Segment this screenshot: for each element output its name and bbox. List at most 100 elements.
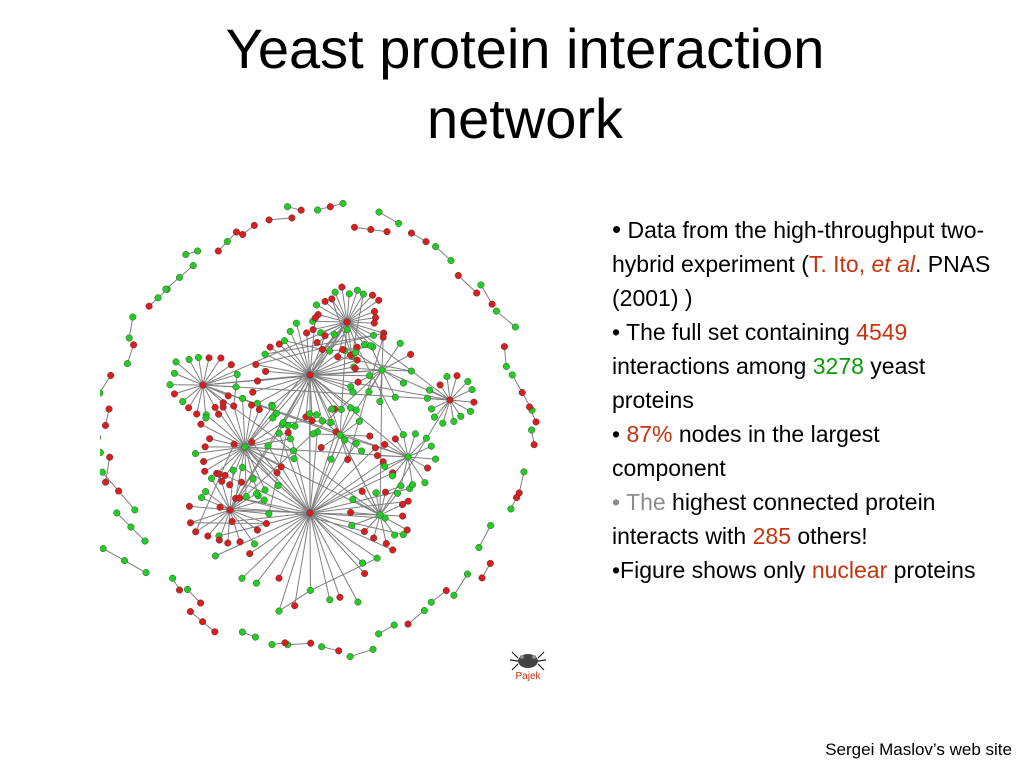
red-node — [344, 456, 352, 464]
green-node — [339, 199, 347, 207]
green-node — [253, 490, 261, 498]
green-node — [427, 442, 435, 450]
green-node — [389, 472, 397, 480]
red-node — [227, 361, 235, 369]
green-node — [191, 450, 199, 458]
green-node — [426, 386, 434, 394]
green-node — [183, 585, 191, 593]
pajek-logo-text: Pajek — [515, 671, 541, 682]
green-node — [369, 645, 377, 653]
red-node — [145, 302, 153, 310]
red-node — [381, 441, 389, 449]
green-node — [399, 431, 407, 439]
title-line-2: network — [426, 87, 624, 150]
red-node — [317, 444, 325, 452]
green-node — [477, 281, 485, 289]
red-node — [478, 574, 486, 582]
red-node — [513, 494, 521, 502]
red-node — [107, 371, 115, 379]
red-node — [236, 494, 244, 502]
green-node — [318, 417, 326, 425]
green-node — [238, 394, 246, 402]
red-node — [284, 428, 292, 436]
green-node — [381, 462, 389, 470]
green-node — [430, 413, 438, 421]
red-node — [389, 546, 397, 554]
red-node — [303, 329, 311, 337]
red-node — [224, 539, 232, 547]
green-node — [399, 379, 407, 387]
green-node — [349, 496, 357, 504]
red-node — [199, 381, 207, 389]
green-node — [381, 514, 389, 522]
red-node — [266, 343, 274, 351]
red-node — [321, 332, 329, 340]
red-node — [106, 453, 114, 461]
green-node — [142, 569, 150, 577]
green-node — [427, 598, 435, 606]
green-node — [127, 523, 135, 531]
pajek-spider-logo: Pajek — [509, 651, 547, 682]
green-node — [261, 486, 269, 494]
green-node — [391, 531, 399, 539]
green-node — [179, 397, 187, 405]
red-node — [197, 599, 205, 607]
green-node — [423, 394, 431, 402]
red-node — [408, 229, 416, 237]
green-node — [269, 414, 277, 422]
green-node — [376, 511, 384, 519]
green-node — [352, 439, 360, 447]
green-node — [238, 463, 246, 471]
green-node — [223, 238, 231, 246]
green-node — [189, 262, 197, 270]
green-node — [229, 466, 237, 474]
red-node — [226, 481, 234, 489]
red-node — [130, 341, 138, 349]
red-node — [102, 478, 110, 486]
green-node — [252, 579, 260, 587]
green-node — [121, 557, 129, 565]
red-node — [215, 410, 223, 418]
red-node — [192, 528, 200, 536]
red-node — [232, 228, 240, 236]
green-node — [154, 294, 162, 302]
protein-count: 3278 — [812, 353, 864, 379]
green-node — [432, 455, 440, 463]
footer-credit: Sergei Maslov’s web site — [825, 740, 1012, 759]
red-node — [185, 404, 193, 412]
green-node — [359, 559, 367, 567]
bullet-highest-connected: • The highest connected protein interact… — [612, 489, 936, 549]
red-node — [306, 371, 314, 379]
green-node — [268, 641, 276, 649]
red-node — [375, 296, 383, 304]
red-node — [230, 402, 238, 410]
red-node — [470, 398, 478, 406]
green-node — [286, 435, 294, 443]
red-node — [281, 639, 289, 647]
green-node — [100, 434, 102, 440]
red-node — [343, 318, 351, 326]
red-node — [453, 372, 461, 380]
green-node — [238, 628, 246, 636]
green-node — [197, 494, 205, 502]
green-node — [172, 358, 180, 366]
red-node — [216, 503, 224, 511]
red-node — [436, 381, 444, 389]
green-node — [291, 422, 299, 430]
green-node — [366, 372, 374, 380]
green-node — [422, 434, 430, 442]
green-node — [162, 285, 170, 293]
green-node — [100, 545, 107, 553]
green-node — [185, 355, 193, 363]
red-node — [211, 628, 219, 636]
red-node — [358, 487, 366, 495]
green-node — [511, 323, 519, 331]
green-node — [508, 371, 516, 379]
green-node — [457, 412, 465, 420]
red-node — [371, 308, 379, 316]
green-node — [175, 273, 183, 281]
red-node — [288, 214, 296, 222]
green-node — [129, 313, 137, 321]
red-node — [399, 512, 407, 520]
green-node — [249, 475, 257, 483]
